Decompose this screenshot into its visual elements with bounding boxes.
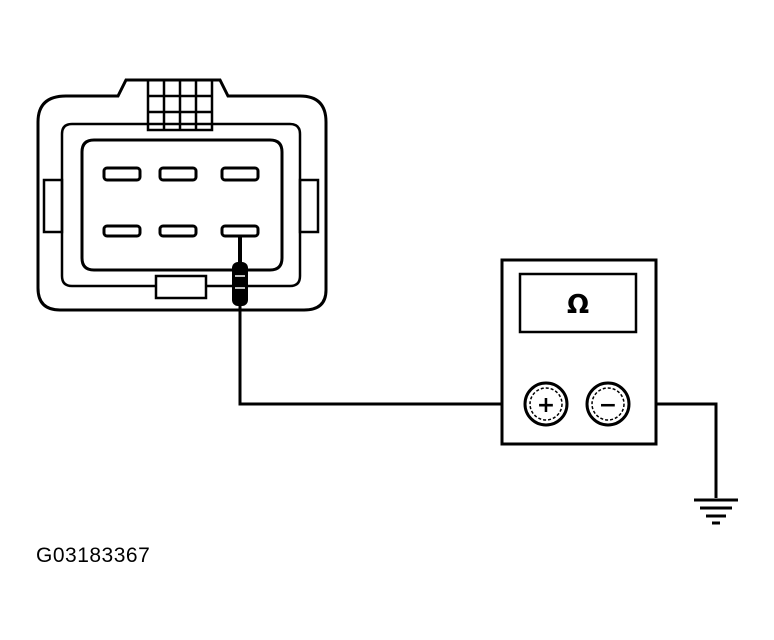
negative-terminal-sign: − <box>599 393 617 418</box>
wire-negative <box>630 402 718 498</box>
connector-pin-frame <box>80 138 284 272</box>
connector-housing <box>36 78 328 312</box>
positive-terminal-sign: + <box>537 393 555 418</box>
connector-pin-slot <box>158 224 198 238</box>
connector-side-tab-left <box>42 178 64 234</box>
connector-inner-rim <box>60 122 302 288</box>
ohmmeter-display-symbol: Ω <box>567 290 589 320</box>
connector-icon <box>36 78 328 312</box>
test-probe <box>232 236 248 306</box>
ground-icon <box>694 498 738 525</box>
ohmmeter-icon: Ω + − <box>500 258 658 446</box>
positive-terminal <box>523 381 569 427</box>
connector-latch <box>146 78 214 132</box>
figure-id-label: G03183367 <box>36 544 151 567</box>
connector-pin-slot <box>220 166 260 182</box>
negative-terminal <box>585 381 631 427</box>
connector-pin-slot <box>102 224 142 238</box>
connector-pin-slot <box>220 224 260 238</box>
wire-positive <box>238 306 524 406</box>
ohmmeter-display <box>518 272 638 334</box>
connector-pin-slot <box>102 166 142 182</box>
connector-side-tab-right <box>298 178 320 234</box>
connector-bottom-key <box>154 274 208 300</box>
connector-pin-slot <box>158 166 198 182</box>
